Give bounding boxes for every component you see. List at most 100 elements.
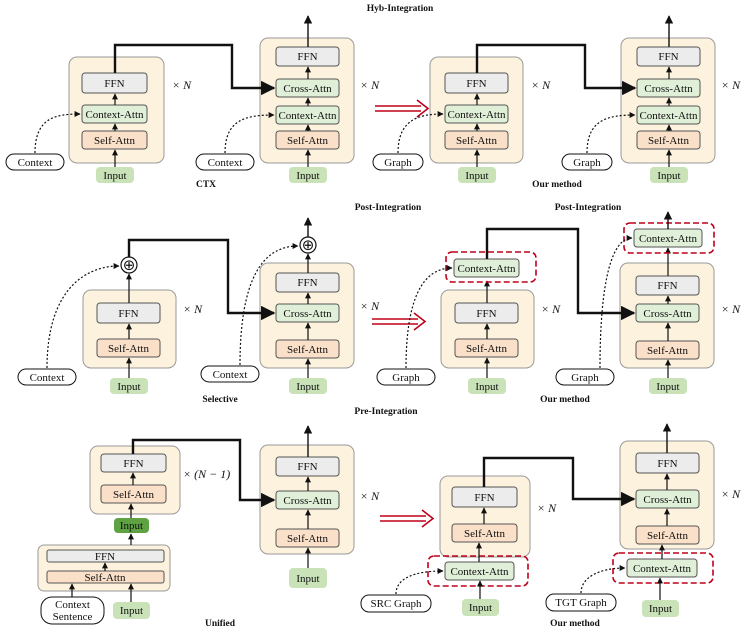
input-label: Input (296, 381, 319, 393)
repeat-label: × N (541, 302, 561, 316)
encoder-to-decoder-connection (113, 43, 276, 96)
input-token (110, 378, 148, 394)
context-dotted-arrow (46, 263, 120, 369)
context-attn-label: Context-Attn (278, 110, 337, 122)
highlight-box (623, 222, 715, 254)
input-label: Input (469, 602, 492, 614)
caption-unified: Unified (205, 619, 236, 629)
repeat-label: × N (721, 302, 741, 316)
ffn-label: FFN (474, 492, 494, 504)
transform-arrow (380, 509, 435, 528)
ffn-label: FFN (297, 51, 317, 63)
self-attn-label: Self-Attn (466, 343, 507, 355)
ffn-label: FFN (657, 280, 677, 292)
context-attn-label: Context-Attn (633, 563, 692, 575)
context-source (5, 153, 65, 171)
context-sentence-label-line2: Sentence (53, 611, 93, 623)
self-attn-label: Self-Attn (94, 135, 135, 147)
graph-dotted-arrow (395, 568, 444, 595)
input-label: Input (296, 573, 319, 585)
ffn-label: FFN (297, 461, 317, 473)
context-attn-label: Context-Attn (447, 109, 506, 121)
graph-source (376, 368, 436, 386)
tgt-graph-source (545, 593, 617, 612)
input-label: Input (649, 603, 672, 615)
context-dotted-arrow (34, 111, 81, 154)
self-attn-label: Self-Attn (456, 135, 497, 147)
input-label: Input (465, 170, 488, 182)
input-token (289, 167, 327, 183)
repeat-label: × N (360, 299, 380, 313)
input-label: Input (120, 605, 143, 617)
context-source-label: Context (213, 369, 248, 381)
repeat-label: × (N − 1) (183, 467, 230, 481)
self-attn-label: Self-Attn (464, 528, 505, 540)
caption-our-method-1: Our method (532, 180, 582, 190)
encoder-to-decoder-connection (482, 456, 636, 507)
graph-dotted-arrow (599, 235, 633, 369)
transform-arrow (372, 312, 427, 331)
self-attn-label: Self-Attn (113, 489, 154, 501)
self-attn-label: Self-Attn (85, 572, 126, 584)
section-title-hyb-integration: Hyb-Integration (367, 4, 434, 14)
ffn-label: FFN (123, 458, 143, 470)
caption-ctx: CTX (196, 180, 216, 190)
graph-source (561, 153, 613, 171)
context-source (17, 368, 77, 386)
context-attn-label: Context-Attn (450, 566, 509, 578)
highlight-box (612, 552, 714, 584)
ffn-label: FFN (658, 51, 678, 63)
repeat-label: × N (537, 501, 557, 515)
context-source-label: Context (30, 372, 65, 384)
tgt-graph-label: TGT Graph (555, 597, 607, 609)
plus-symbol: ⊕ (123, 256, 136, 274)
cross-attn-label: Cross-Attn (283, 308, 332, 320)
input-token (96, 167, 134, 183)
input-token (649, 378, 687, 394)
src-graph-source (360, 594, 432, 613)
input-token (650, 167, 688, 183)
input-label: Input (103, 170, 126, 182)
input-token (468, 378, 506, 394)
caption-our-method-3: Our method (550, 619, 600, 629)
section-title-post-integration: Post-Integration (355, 203, 422, 213)
caption-selective: Selective (202, 395, 237, 405)
ffn-label: FFN (466, 78, 486, 90)
ffn-label: FFN (118, 308, 138, 320)
ffn-label: FFN (297, 277, 317, 289)
repeat-label: × N (183, 302, 203, 316)
self-attn-label: Self-Attn (647, 530, 688, 542)
context-dotted-arrow (239, 243, 299, 366)
context-source (195, 153, 255, 171)
cross-attn-label: Cross-Attn (643, 308, 692, 320)
encoder-to-decoder-connection (131, 438, 276, 508)
context-attn-label: Context-Attn (457, 263, 516, 275)
section-title-post-integration-2: Post-Integration (555, 203, 622, 213)
ffn-label: FFN (476, 308, 496, 320)
context-attn-label: Context-Attn (85, 109, 144, 121)
graph-source (372, 153, 424, 171)
cross-attn-label: Cross-Attn (283, 83, 332, 95)
repeat-label: × N (531, 78, 551, 92)
context-sentence-label-line1: Context (55, 599, 90, 611)
section-title-pre-integration: Pre-Integration (354, 407, 418, 417)
ffn-label: FFN (104, 78, 124, 90)
input-token-intermediate (114, 518, 149, 533)
graph-source (555, 368, 615, 386)
repeat-label: × N (172, 78, 192, 92)
input-token (462, 599, 499, 616)
highlight-box (445, 251, 537, 283)
cross-attn-label: Cross-Attn (283, 495, 332, 507)
graph-dotted-arrow (397, 111, 444, 154)
graph-source-label: Graph (573, 157, 601, 169)
input-label: Input (117, 381, 140, 393)
context-source-label: Context (18, 157, 53, 169)
graph-source-label: Graph (571, 372, 599, 384)
encoder-to-decoder-connection (485, 227, 636, 321)
input-token (642, 600, 679, 617)
src-graph-label: SRC Graph (370, 598, 422, 610)
ffn-label: FFN (657, 458, 677, 470)
caption-our-method-2: Our method (540, 395, 590, 405)
context-source (200, 365, 260, 383)
